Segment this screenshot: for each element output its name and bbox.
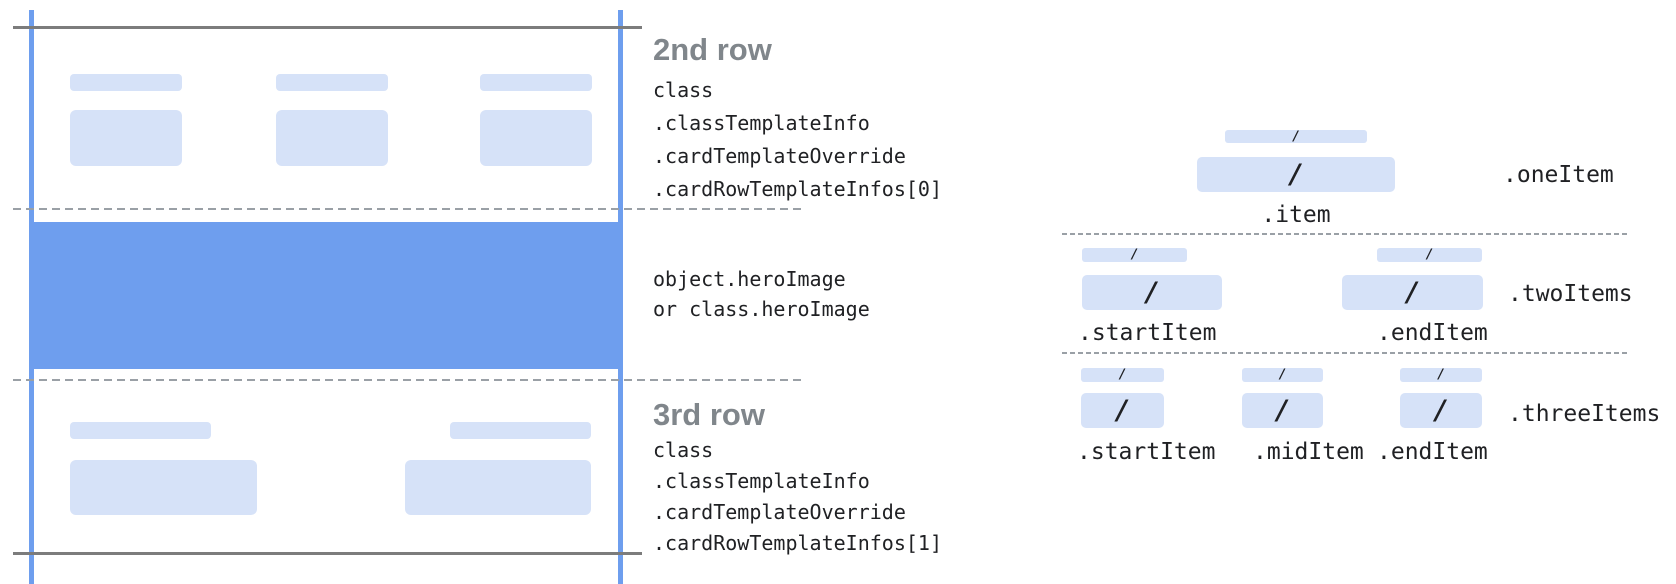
one-item-title-bar: / [1225,128,1367,144]
three-items-mid-label: .midItem [1253,439,1364,465]
row3-code-block: class .classTemplateInfo .cardTemplateOv… [653,435,942,559]
two-items-end-body-bar: / [1342,275,1483,310]
row2-col1-title-placeholder [70,74,182,91]
three-items-end-label: .endItem [1377,439,1488,465]
one-item-item-label: .item [1261,202,1331,228]
three-items-start-body-bar: / [1081,393,1164,428]
card-right-edge-line [618,10,623,584]
one-two-divider-dashed-line [1062,233,1630,235]
two-items-end-label: .endItem [1377,320,1488,346]
two-three-divider-dashed-line [1062,352,1630,354]
three-items-end-body-bar: / [1400,393,1482,428]
three-items-end-title-bar: / [1400,368,1482,382]
row3-code-line: .cardRowTemplateInfos[1] [653,531,942,555]
card-bottom-line [13,552,642,555]
one-item-name-label: .oneItem [1503,162,1614,188]
row2-col3-body-placeholder [480,110,592,166]
hero-image-band [32,222,621,369]
row2-code-line: .cardTemplateOverride [653,144,906,168]
slash-icon: / [1114,394,1131,426]
slash-icon: / [1425,247,1434,262]
slash-icon: / [1432,394,1450,426]
slash-icon: / [1118,367,1127,382]
three-items-mid-title-bar: / [1242,368,1323,382]
row3-col2-title-placeholder [450,422,591,439]
row3-col2-body-placeholder [405,460,591,515]
row3-col1-title-placeholder [70,422,211,439]
hero-code-line: object.heroImage [653,267,846,291]
card-left-edge-line [29,10,34,584]
row2-code-block: class .classTemplateInfo .cardTemplateOv… [653,74,942,206]
slash-icon: / [1292,128,1300,144]
row2-code-line: .classTemplateInfo [653,111,870,135]
three-items-name-label: .threeItems [1508,401,1661,427]
three-items-start-title-bar: / [1081,368,1164,382]
hero-code-line: or class.heroImage [653,297,870,321]
row3-code-line: .classTemplateInfo [653,469,870,493]
row2-col2-title-placeholder [276,74,388,91]
slash-icon: / [1130,247,1139,262]
row3-code-line: .cardTemplateOverride [653,500,906,524]
two-items-name-label: .twoItems [1508,281,1633,307]
one-item-body-bar: / [1197,157,1395,192]
row2-col1-body-placeholder [70,110,182,166]
two-items-start-title-bar: / [1082,248,1187,262]
hero-row3-divider-dashed-line [13,379,802,381]
row2-col3-title-placeholder [480,74,592,91]
row3-code-line: class [653,438,714,462]
two-items-end-title-bar: / [1377,248,1482,262]
slash-icon: / [1404,276,1421,308]
row2-code-line: .cardRowTemplateInfos[0] [653,177,942,201]
hero-code-block: object.heroImage or class.heroImage [653,264,870,324]
row2-col2-body-placeholder [276,110,388,166]
three-items-start-label: .startItem [1077,439,1216,465]
row2-code-line: class [653,78,714,102]
row3-col1-body-placeholder [70,460,257,515]
two-items-start-body-bar: / [1082,275,1222,310]
three-items-mid-body-bar: / [1242,393,1323,428]
card-top-line [13,26,642,29]
slash-icon: / [1143,276,1161,308]
slash-icon: / [1287,158,1305,190]
two-items-start-label: .startItem [1078,320,1217,346]
row2-hero-divider-dashed-line [13,208,802,210]
slash-icon: / [1274,394,1291,426]
slash-icon: / [1278,367,1287,382]
slash-icon: / [1437,367,1445,382]
row3-heading: 3rd row [653,397,765,432]
row2-heading: 2nd row [653,32,772,67]
